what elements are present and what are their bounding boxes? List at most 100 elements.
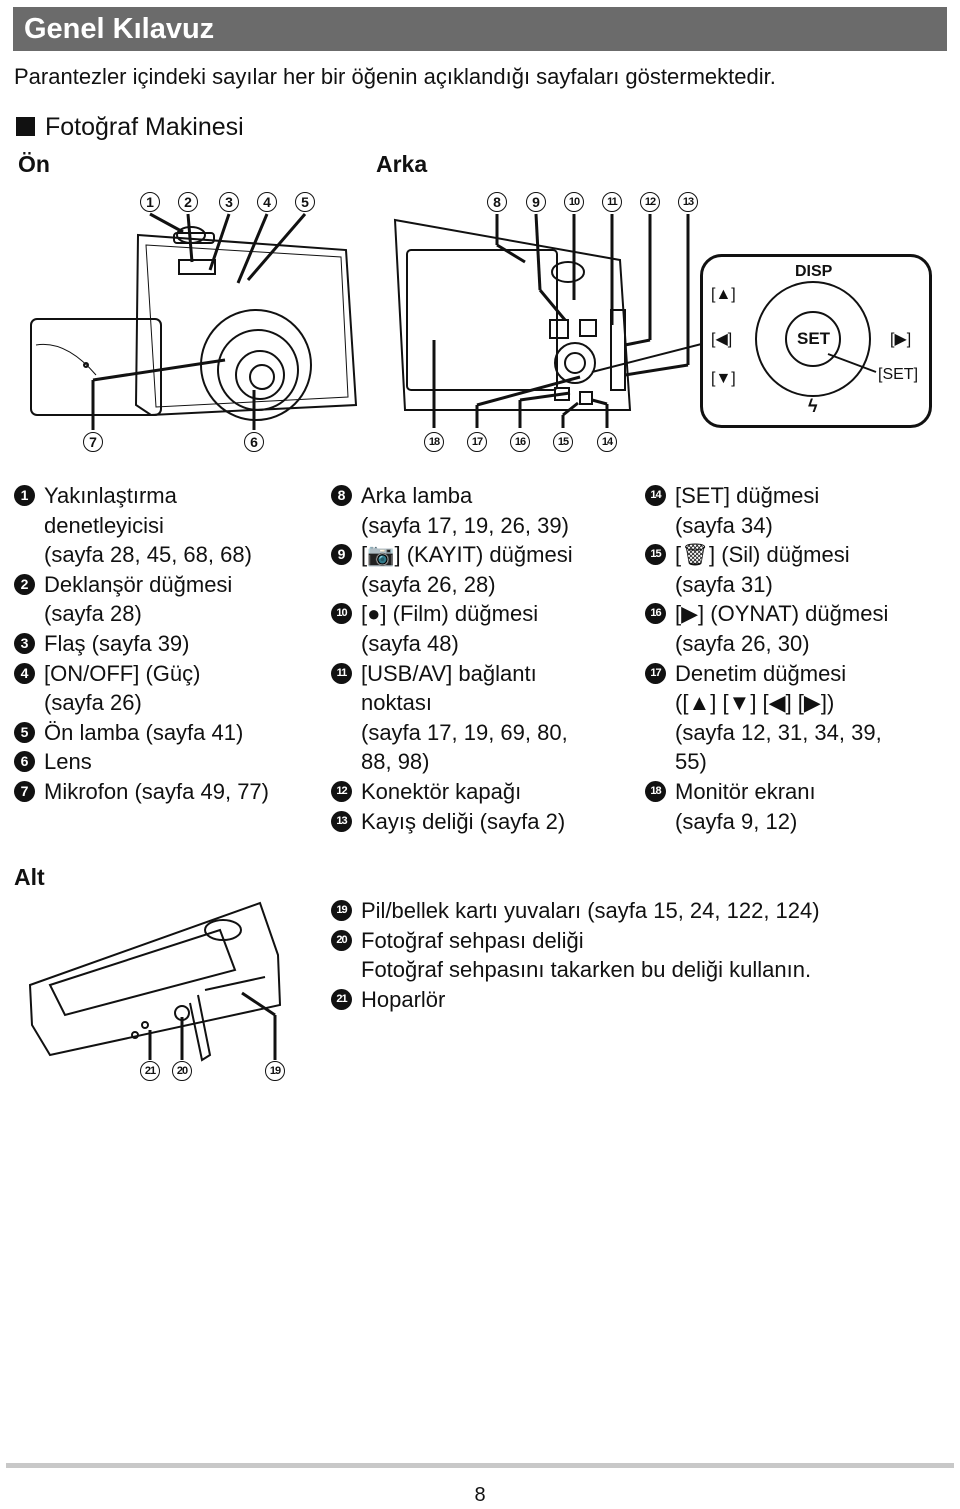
part-item-line: (sayfa 17, 19, 26, 39)	[361, 512, 569, 538]
part-item-line: [▶] (OYNAT) düğmesi	[675, 601, 889, 627]
callout-number-12: 12	[331, 780, 352, 802]
page-title: Genel Kılavuz	[24, 13, 215, 45]
callout-number-4: 4	[257, 192, 277, 212]
callout-number-16: 16	[645, 603, 666, 625]
callout-number-3: 3	[14, 632, 35, 654]
part-item-line: [🗑] (Sil) düğmesi	[675, 542, 850, 568]
part-item-line: 88, 98)	[361, 749, 430, 775]
bottom-label: Alt	[14, 864, 45, 890]
part-item-line: (sayfa 17, 19, 69, 80,	[361, 719, 568, 745]
part-item-line: ([▲] [▼] [◀] [▶])	[675, 690, 835, 716]
callout-number-10: 10	[331, 603, 352, 625]
header-bar: Genel Kılavuz	[13, 7, 947, 51]
part-item-line: Arka lamba	[361, 483, 473, 508]
part-item-line: [SET] düğmesi	[675, 483, 820, 508]
callout-number-2: 2	[178, 192, 198, 212]
dpad-left-label: [◀]	[711, 331, 733, 348]
part-item-line: Hoparlör	[361, 986, 446, 1012]
control-button-zoom	[700, 254, 932, 428]
part-item-4: 4 [ON/OFF] (Güç) (sayfa 26)	[14, 659, 314, 718]
callout-number-15: 15	[645, 544, 666, 566]
part-item-21: 21 Hoparlör	[331, 985, 951, 1015]
part-item-line: noktası	[361, 690, 432, 716]
dpad-up-label: [▲]	[711, 286, 736, 303]
part-item-line: (sayfa 9, 12)	[675, 808, 798, 834]
back-label: Arka	[376, 151, 428, 177]
part-item-line: [●] (Film) düğmesi	[361, 601, 539, 627]
dpad-right-label: [▶]	[890, 331, 912, 348]
part-item-line: (sayfa 26, 28)	[361, 571, 496, 597]
callout-number-8: 8	[331, 485, 352, 506]
callout-number-3: 3	[219, 192, 239, 212]
callout-number-11: 11	[602, 192, 622, 212]
callout-number-8: 8	[487, 192, 507, 212]
part-item-line: (sayfa 31)	[675, 571, 773, 597]
callout-number-16: 16	[510, 432, 530, 452]
dpad-set-label: SET	[797, 329, 831, 348]
dpad-disp-label: DISP	[795, 263, 833, 280]
callout-number-11: 11	[331, 662, 352, 684]
section-title-text: Fotoğraf Makinesi	[45, 113, 244, 141]
callout-number-1: 1	[140, 192, 160, 212]
part-item-line: (sayfa 48)	[361, 630, 459, 656]
part-item-5: 5 Ön lamba (sayfa 41)	[14, 718, 314, 748]
part-item-11: 11 [USB/AV] bağlantı noktası (sayfa 17, 19,…	[331, 659, 636, 777]
part-item-line: Konektör kapağı	[361, 778, 522, 804]
part-item-line: Fotoğraf sehpasını takarken bu deliği ku…	[361, 957, 812, 983]
page-number: 8	[474, 1484, 486, 1506]
part-item-line: Fotoğraf sehpası deliği	[361, 927, 584, 953]
part-item-line: denetleyicisi	[44, 512, 164, 538]
part-item-line: [📷] (KAYIT) düğmesi	[361, 542, 573, 568]
callout-number-19: 19	[265, 1061, 285, 1081]
callout-number-4: 4	[14, 662, 35, 684]
part-item-line: (sayfa 12, 31, 34, 39,	[675, 719, 882, 745]
callout-number-5: 5	[14, 721, 35, 743]
part-item-line: (sayfa 28, 45, 68, 68)	[44, 542, 252, 568]
footer-rule	[6, 1463, 954, 1468]
part-item-14: 14[SET] düğmesi(sayfa 34)	[645, 481, 955, 540]
square-bullet-icon	[16, 117, 35, 136]
part-item-line: [USB/AV] bağlantı	[361, 660, 537, 686]
part-item-line: Pil/bellek kartı yuvaları (sayfa 15, 24,…	[361, 898, 820, 923]
part-item-17: 17 Denetim düğmesi ([▲] [▼] [◀] [▶]) (sayfa…	[645, 659, 955, 777]
callout-number-10: 10	[564, 192, 584, 212]
camera-back-illustration	[393, 218, 632, 411]
callout-number-13: 13	[678, 192, 698, 212]
front-label: Ön	[18, 151, 50, 177]
callout-number-20: 20	[331, 929, 352, 951]
callout-number-5: 5	[295, 192, 315, 212]
part-item-16: 16 [▶] (OYNAT) düğmesi (sayfa 26, 30)	[645, 599, 955, 658]
callout-lines-front	[91, 212, 307, 430]
part-item-line: (sayfa 26, 30)	[675, 630, 810, 656]
callout-number-21: 21	[331, 988, 352, 1010]
callout-number-9: 9	[526, 192, 546, 212]
part-item-line: (sayfa 26)	[44, 690, 142, 716]
part-item-line: Denetim düğmesi	[675, 660, 847, 686]
flash-icon: ϟ	[808, 396, 818, 416]
callout-number-21: 21	[140, 1061, 160, 1081]
part-item-line: Ön lamba (sayfa 41)	[44, 719, 244, 745]
callout-number-7: 7	[14, 780, 35, 802]
part-item-line: (sayfa 28)	[44, 601, 142, 627]
part-item-line: Yakınlaştırma	[44, 483, 177, 508]
section-title: Fotoğraf Makinesi	[16, 113, 244, 142]
callout-number-6: 6	[244, 432, 264, 452]
part-item-line: [ON/OFF] (Güç)	[44, 660, 201, 686]
callout-number-13: 13	[331, 810, 352, 832]
camera-bottom-illustration	[28, 901, 282, 1062]
callout-number-17: 17	[645, 662, 666, 684]
intro-text: Parantezler içindeki sayılar her bir öğe…	[14, 64, 776, 89]
part-item-15: 15 [🗑] (Sil) düğmesi (sayfa 31)	[645, 540, 955, 599]
part-item-line: Lens	[44, 749, 92, 775]
part-item-8: 8 Arka lamba (sayfa 17, 19, 26, 39)	[331, 481, 636, 540]
callout-number-18: 18	[645, 780, 666, 802]
